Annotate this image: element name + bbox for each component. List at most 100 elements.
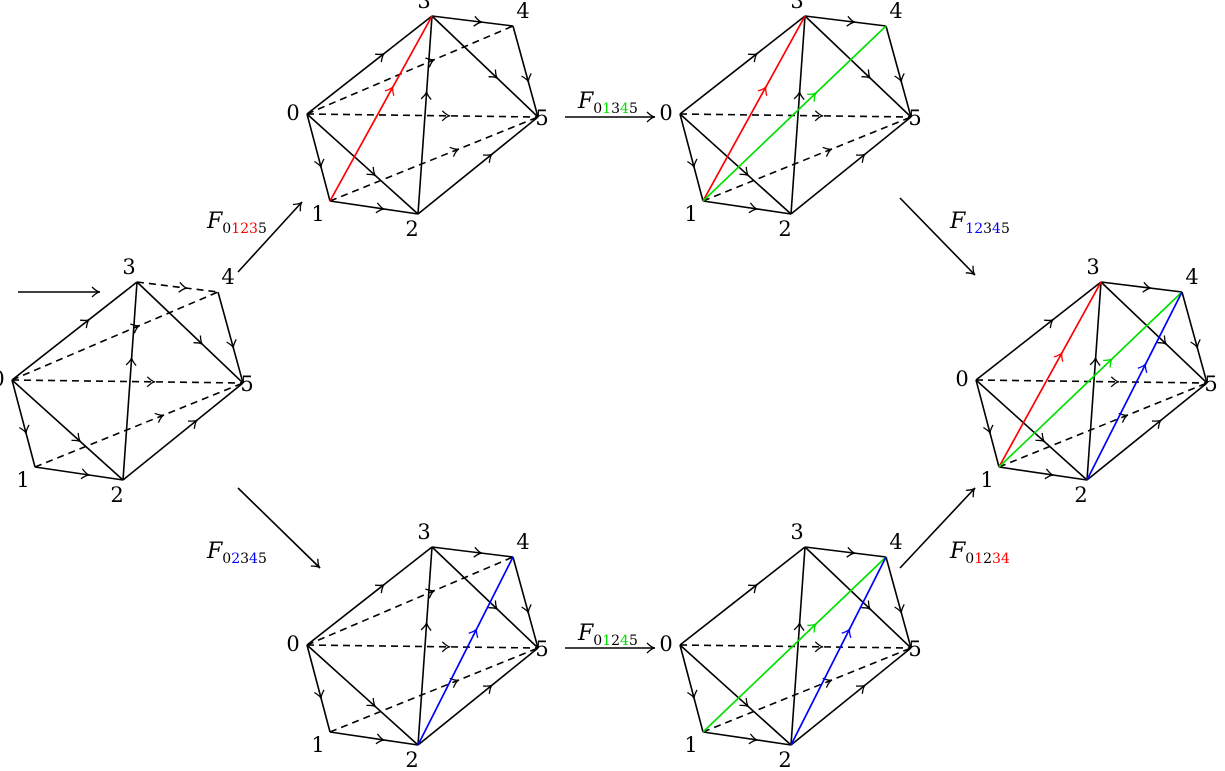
edge-arrow-3-5 [861, 69, 872, 80]
edge-arrow-0-3 [375, 52, 385, 63]
vertex-label-2: 2 [405, 748, 418, 771]
edge-1-3-red [329, 15, 433, 202]
edge-arrow-2-3 [420, 91, 432, 101]
vertex-label-3: 3 [417, 520, 430, 544]
edge-arrow-2-5 [855, 153, 866, 163]
edge-0-4 [306, 25, 514, 115]
edge-arrow-0-1 [19, 424, 30, 435]
edge-arrow-2-4 [468, 628, 479, 638]
edge-0-2 [306, 113, 419, 215]
edge-arrow-2-3 [125, 357, 137, 367]
edge-arrow-1-3 [384, 85, 395, 96]
edge-arrow-4-5 [894, 73, 905, 83]
vertex-label-0: 0 [659, 101, 672, 125]
edge-arrow-0-2 [739, 166, 750, 177]
edge-arrow-1-5 [822, 146, 833, 157]
edge-arrow-2-4 [1137, 363, 1148, 373]
edge-3-4 [804, 15, 887, 27]
map-subscript-digit: 2 [983, 551, 992, 567]
arrow-head [965, 265, 976, 276]
edge-arrow-0-1 [983, 424, 994, 435]
edge-0-1 [679, 644, 704, 733]
edge-arrow-3-4 [846, 15, 856, 27]
edge-arrow-0-5 [1110, 376, 1120, 388]
map-subscript-digit: 5 [258, 221, 267, 237]
edge-2-3 [790, 15, 806, 215]
map-subscript-digit: 2 [231, 551, 240, 567]
edge-arrow-4-5 [521, 73, 532, 83]
edge-arrow-3-5 [861, 600, 872, 611]
edge-2-5 [417, 647, 539, 746]
edge-arrow-1-5 [822, 677, 833, 688]
map-subscript-digit: 0 [593, 101, 602, 117]
map-label-F01245: F01245 [577, 621, 638, 649]
vertex-label-0: 0 [955, 367, 968, 391]
edge-arrow-2-3 [793, 622, 805, 632]
edge-1-5 [702, 116, 912, 202]
arrow-head [310, 558, 321, 569]
edge-arrow-0-3 [375, 583, 385, 594]
edge-3-5 [1100, 281, 1208, 384]
vertex-label-2: 2 [405, 217, 418, 241]
edge-arrow-0-3 [80, 318, 90, 329]
map-subscript-digit: 1 [231, 221, 240, 237]
edge-arrow-2-3 [1089, 357, 1101, 367]
edge-arrow-0-4 [425, 588, 436, 599]
map-subscript-digit: 3 [611, 101, 620, 117]
arrow-head [646, 642, 656, 654]
edge-2-3 [122, 281, 138, 481]
edge-1-2 [329, 200, 419, 215]
edge-0-3 [975, 281, 1102, 381]
edge-0-2 [679, 644, 792, 746]
edge-arrow-1-3 [757, 85, 768, 96]
vertex-label-5: 5 [1204, 372, 1217, 396]
edge-0-3 [679, 546, 806, 646]
edge-arrow-1-2 [375, 202, 385, 214]
map-subscript-digit: 2 [611, 633, 620, 649]
vertex-label-5: 5 [908, 106, 921, 130]
edge-arrow-1-3 [1053, 351, 1064, 362]
edge-3-5 [136, 281, 244, 384]
edge-1-5 [329, 116, 539, 202]
map-subscript-digit: 3 [249, 221, 258, 237]
edge-arrow-0-5 [146, 376, 156, 388]
edge-arrow-2-5 [855, 684, 866, 694]
edge-2-4-blue [790, 556, 887, 746]
edge-arrow-4-5 [894, 604, 905, 614]
edge-1-2 [702, 731, 792, 746]
vertex-label-1: 1 [311, 202, 324, 226]
edge-0-2 [975, 379, 1088, 481]
edge-arrow-3-5 [488, 600, 499, 611]
edge-3-5 [431, 15, 539, 118]
edge-arrow-3-4 [846, 546, 856, 558]
edge-1-2 [998, 466, 1088, 481]
edge-0-1 [306, 644, 331, 733]
vertex-label-0: 0 [0, 367, 5, 391]
edge-0-1 [306, 113, 331, 202]
vertex-label-2: 2 [778, 748, 791, 771]
vertex-label-2: 2 [1074, 483, 1087, 507]
arrow-F01235-to-F01345 [565, 111, 656, 123]
vertex-label-1: 1 [980, 468, 993, 492]
map-subscript-digit: 3 [992, 551, 1001, 567]
edge-1-3-red [702, 15, 806, 202]
edge-1-3-red [998, 281, 1102, 468]
edge-0-5 [11, 379, 244, 384]
edge-arrow-0-5 [441, 641, 451, 653]
edge-arrow-3-5 [1157, 335, 1168, 346]
edge-0-1 [679, 113, 704, 202]
edge-1-2 [329, 731, 419, 746]
edge-arrow-1-4 [1103, 357, 1113, 368]
edge-0-5 [679, 113, 912, 118]
map-subscript-digit: 0 [222, 221, 231, 237]
vertex-label-3: 3 [790, 520, 803, 544]
edge-3-4 [431, 15, 514, 27]
edge-0-5 [679, 644, 912, 649]
edge-arrow-2-4 [841, 628, 852, 638]
edge-1-5 [34, 382, 244, 468]
edge-1-5 [998, 382, 1208, 468]
